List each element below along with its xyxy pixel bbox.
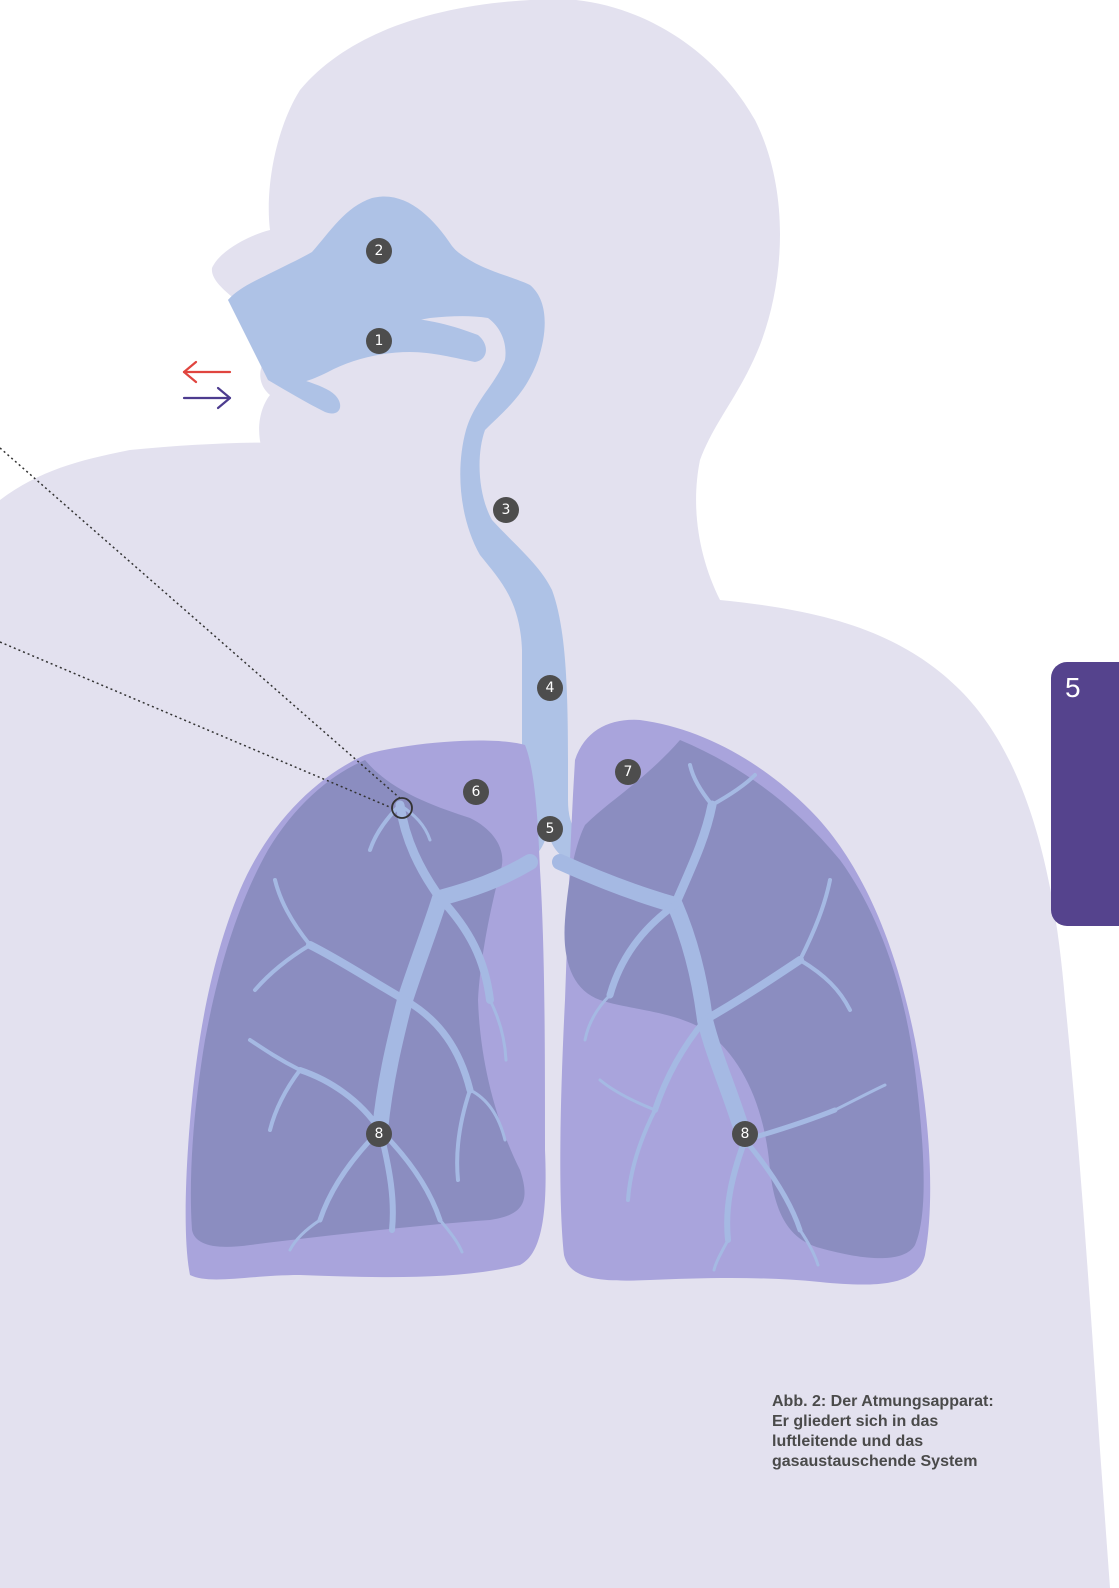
svg-text:1: 1	[375, 333, 384, 349]
svg-text:6: 6	[472, 784, 481, 800]
svg-text:8: 8	[741, 1126, 750, 1142]
left-arrow-icon	[184, 362, 230, 382]
marker-7: 7	[615, 759, 641, 785]
svg-text:5: 5	[546, 821, 555, 837]
chapter-tab: 5	[1051, 662, 1119, 926]
breathing-arrows	[184, 362, 230, 408]
figure-caption: Abb. 2: Der Atmungsapparat: Er gliedert …	[772, 1392, 1032, 1472]
marker-8-left: 8	[366, 1121, 392, 1147]
marker-4: 4	[537, 675, 563, 701]
svg-text:4: 4	[546, 680, 555, 696]
marker-5: 5	[537, 816, 563, 842]
svg-text:8: 8	[375, 1126, 384, 1142]
svg-text:2: 2	[375, 243, 384, 259]
right-arrow-icon	[184, 388, 230, 408]
marker-3: 3	[493, 497, 519, 523]
svg-text:3: 3	[502, 502, 511, 518]
marker-1: 1	[366, 328, 392, 354]
marker-8-right: 8	[732, 1121, 758, 1147]
marker-2: 2	[366, 238, 392, 264]
svg-text:7: 7	[624, 764, 633, 780]
marker-6: 6	[463, 779, 489, 805]
